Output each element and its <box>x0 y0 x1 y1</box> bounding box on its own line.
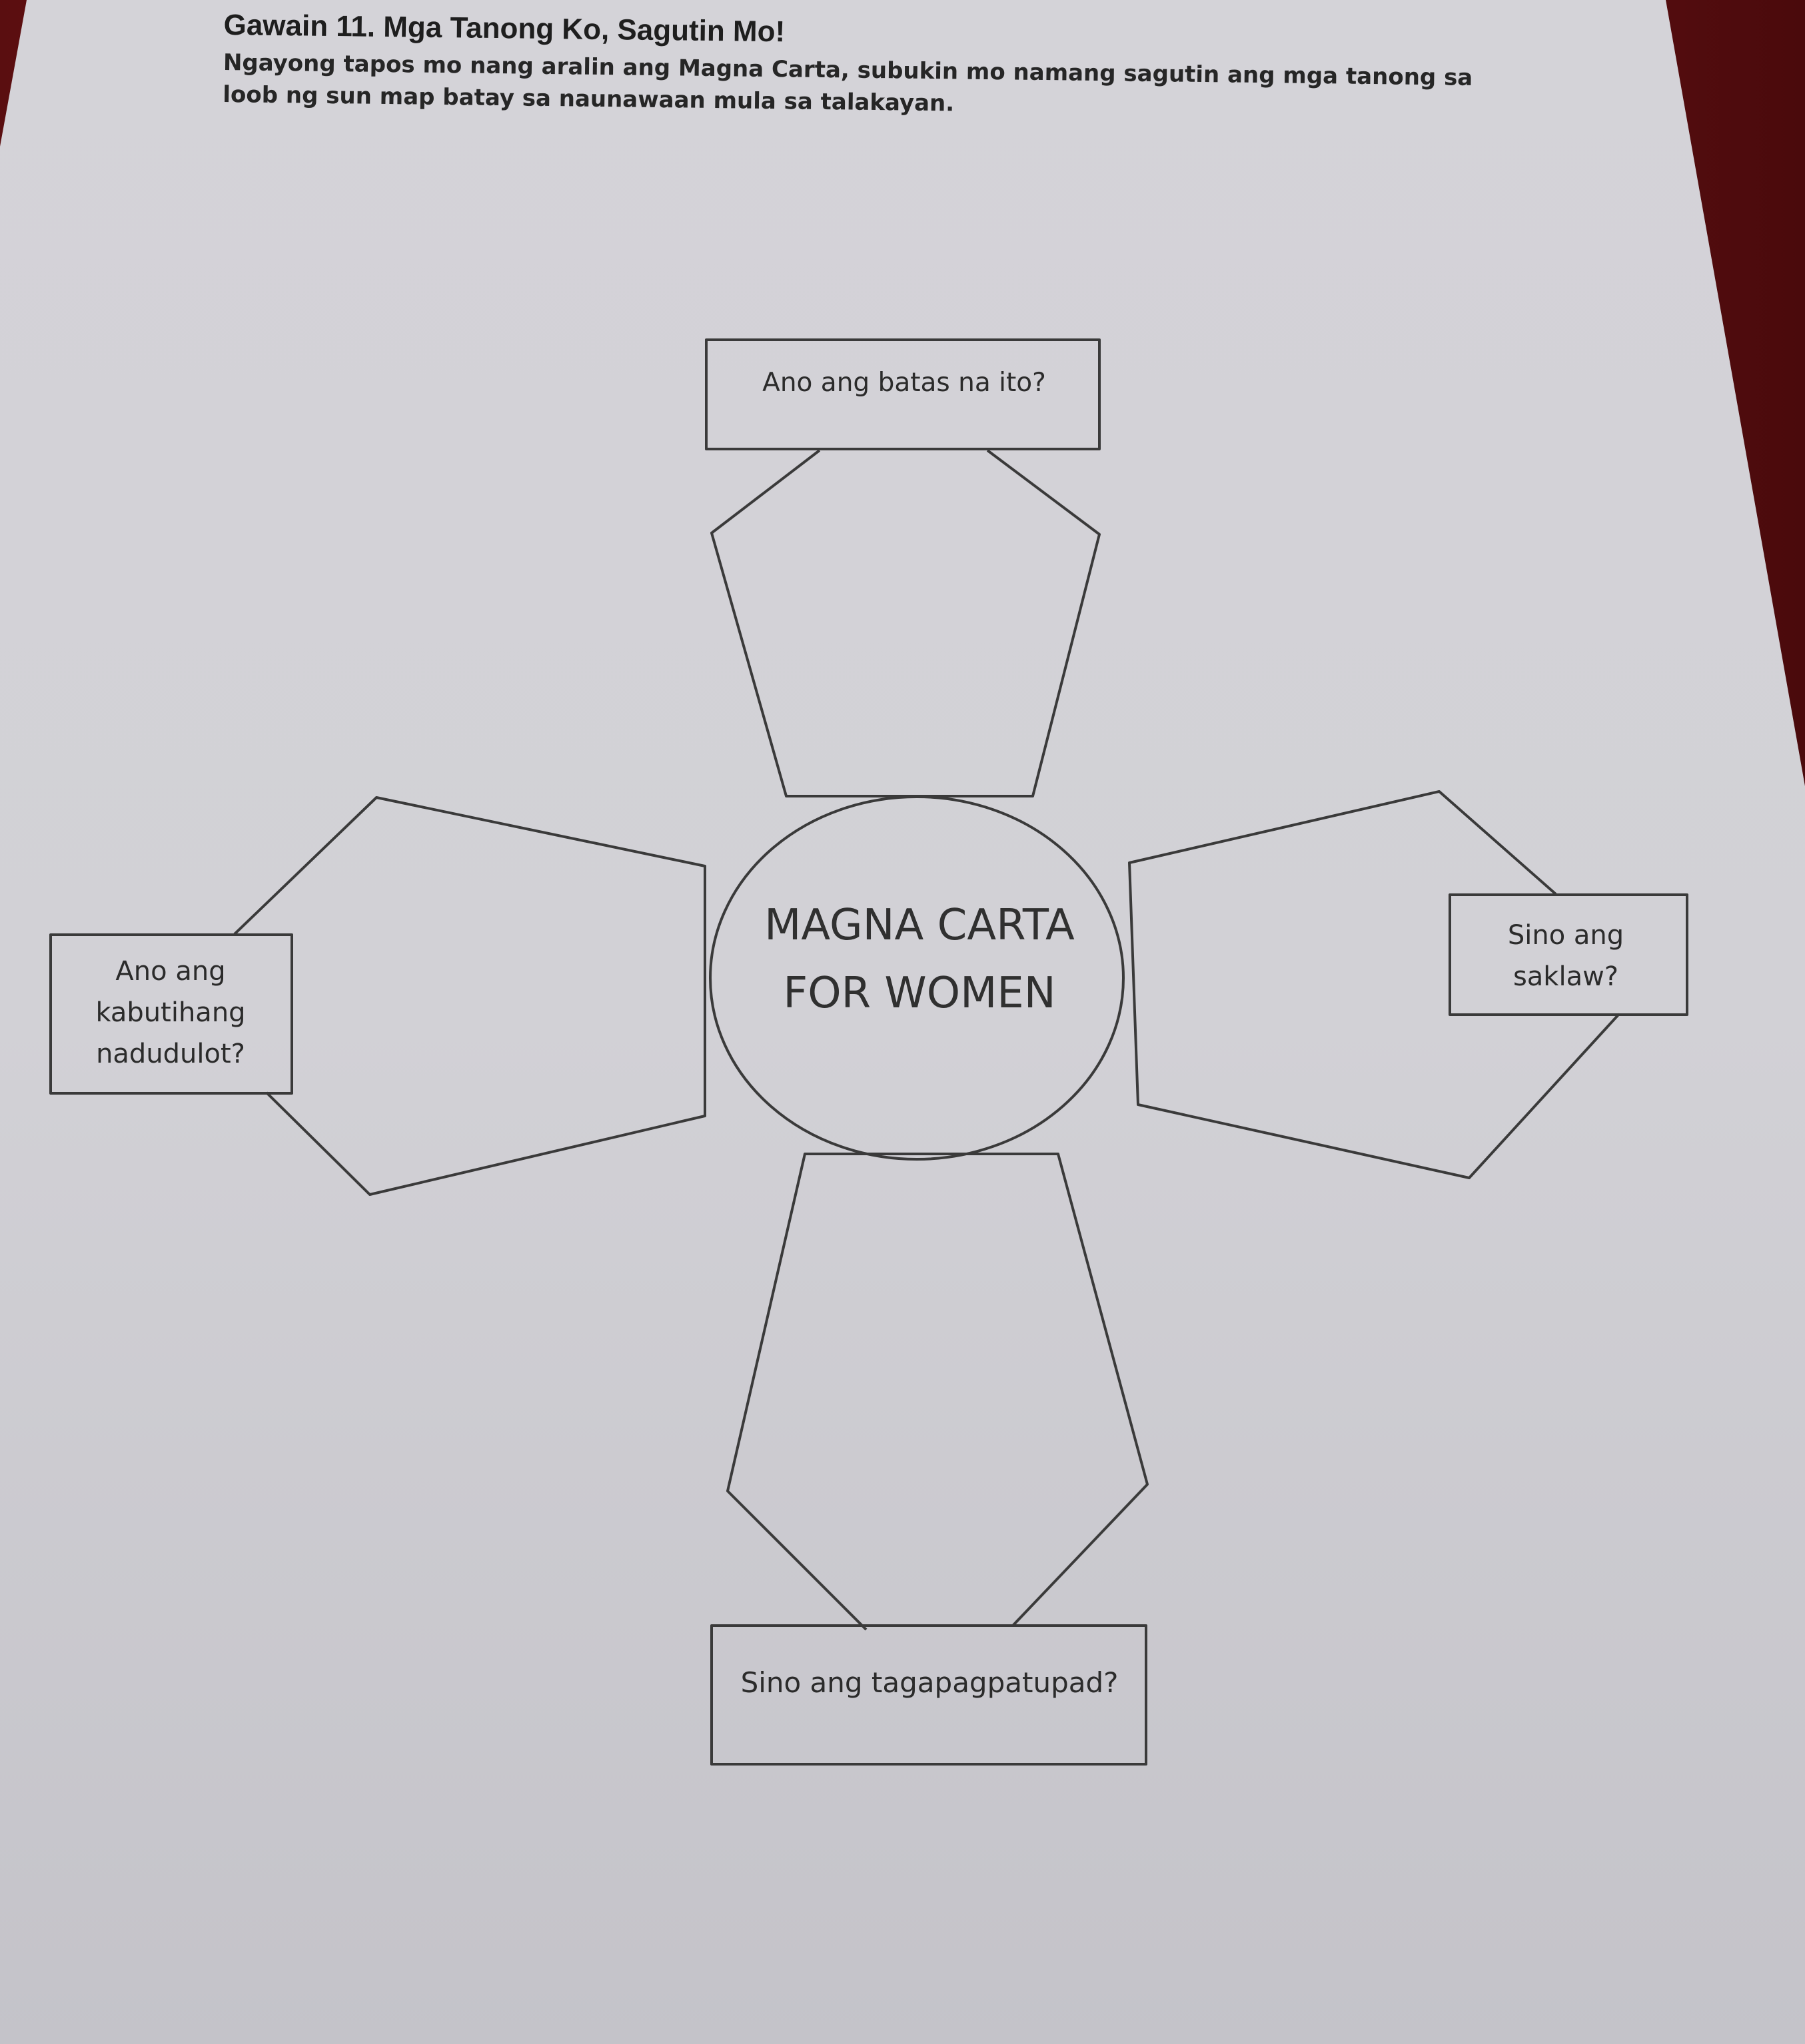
bottom-question-label: Sino ang tagapagpatupad? <box>740 1666 1119 1699</box>
worksheet-header: Gawain 11. Mga Tanong Ko, Sagutin Mo! Ng… <box>223 7 1490 126</box>
right-ray-shape[interactable] <box>1128 790 1620 1179</box>
left-question-box <box>49 933 293 1095</box>
bottom-question-box <box>710 1624 1147 1766</box>
bottom-ray-shape[interactable] <box>726 1153 1149 1631</box>
center-label: MAGNA CARTA FOR WOMEN <box>764 901 1075 1018</box>
right-question-box <box>1449 893 1688 1016</box>
left-ray-shape[interactable] <box>233 796 706 1196</box>
left-question-label: Ano ang kabutihang nadudulot? <box>95 956 246 1069</box>
top-ray-shape[interactable] <box>710 449 1101 797</box>
top-question-label: Ano ang batas na ito? <box>762 367 1046 398</box>
right-question-label: Sino ang saklaw? <box>1507 920 1624 992</box>
top-question-box <box>705 338 1101 450</box>
